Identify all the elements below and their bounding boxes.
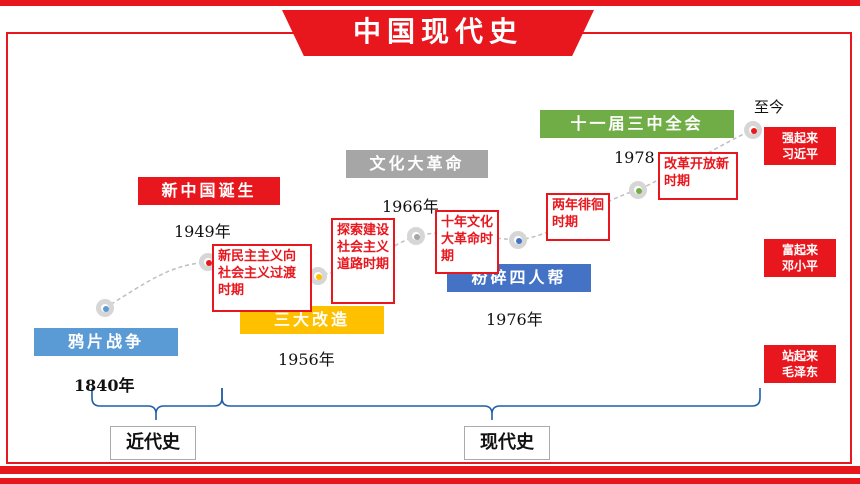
event-cultural-revolution-label: 文化大革命: [346, 150, 488, 178]
page-title: 中国现代史: [352, 15, 523, 48]
bottom-red-bar: [0, 466, 860, 474]
title-banner: [282, 10, 594, 56]
period-ten-years: 十年文化大革命时期: [435, 210, 499, 274]
period-exploration: 探索建设社会主义道路时期: [331, 218, 395, 304]
stage-stronger-line2: 习近平: [781, 147, 818, 161]
stage-stand-up: 站起来 毛泽东: [764, 345, 836, 383]
stage-stand-up-line2: 毛泽东: [781, 365, 818, 379]
bottom-red-bar-2: [0, 478, 860, 484]
period-transition: 新民主主义向社会主义过渡时期: [212, 244, 312, 312]
node-1978: [629, 181, 647, 199]
year-1966: 1966年: [382, 197, 439, 216]
era-modern: 近代史: [110, 426, 196, 460]
stage-richer: 富起来 邓小平: [764, 239, 836, 277]
year-1976: 1976年: [486, 310, 543, 329]
stage-richer-line1: 富起来: [781, 243, 818, 257]
node-1840: [96, 299, 114, 317]
year-1840: 1840年: [74, 376, 135, 395]
event-third-plenum-label: 十一届三中全会: [540, 110, 734, 138]
stage-richer-line2: 邓小平: [781, 259, 818, 273]
now-label: 至今: [754, 98, 785, 116]
year-1978: 1978: [614, 148, 655, 167]
stage-stronger: 强起来 习近平: [764, 127, 836, 165]
event-opium-war-label: 鸦片战争: [34, 328, 178, 356]
year-1949: 1949年: [174, 222, 231, 241]
node-now: [744, 121, 762, 139]
top-red-bar: [0, 0, 860, 6]
stage-stand-up-line1: 站起来: [781, 349, 818, 363]
stage-stronger-line1: 强起来: [781, 131, 818, 145]
event-gang-of-four-label: 粉碎四人帮: [447, 264, 591, 292]
period-two-years: 两年徘徊时期: [546, 193, 610, 241]
period-reform: 改革开放新时期: [658, 152, 738, 200]
event-new-china-label: 新中国诞生: [138, 177, 280, 205]
node-1976: [509, 231, 527, 249]
era-contemporary: 现代史: [464, 426, 550, 460]
node-1966: [407, 227, 425, 245]
year-1956: 1956年: [278, 350, 335, 369]
